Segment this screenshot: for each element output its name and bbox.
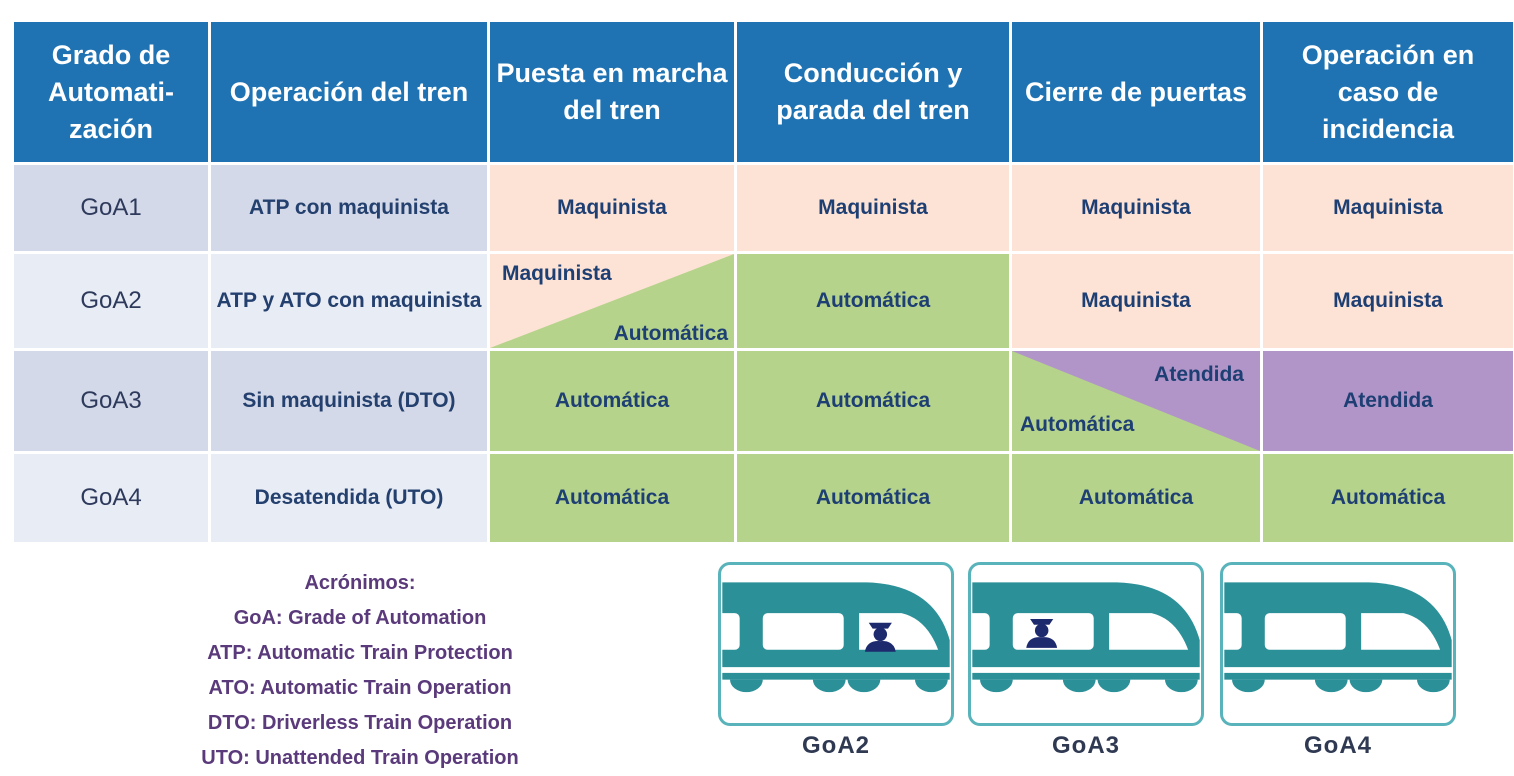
split-label-manual: Maquinista (502, 262, 612, 285)
split-label-auto: Automática (1020, 413, 1135, 436)
header-driving: Conducción y parada del tren (737, 22, 1009, 162)
train-label-goa2: GoA2 (801, 732, 870, 759)
row-goa2-operation: ATP y ATO con maquinista (211, 254, 487, 348)
row-goa4-doors: Automática (1012, 454, 1260, 542)
row-goa1-driving: Maquinista (737, 165, 1009, 251)
row-goa1-incident: Maquinista (1263, 165, 1513, 251)
split-label-auto: Automática (613, 322, 728, 345)
train-drawing (1223, 582, 1452, 693)
row-goa4-start: Automática (490, 454, 734, 542)
row-goa2-start-split: Maquinista Automática (490, 254, 734, 348)
header-doors: Cierre de puertas (1012, 22, 1260, 162)
legend-title: Acrónimos: (304, 572, 416, 594)
row-goa4-driving: Automática (737, 454, 1009, 542)
legend-item-goa: GoA: Grade of Automation (233, 607, 487, 629)
acronyms-legend: Acrónimos: GoA: Grade of Automation ATP:… (80, 566, 640, 776)
header-start: Puesta en marcha del tren (490, 22, 734, 162)
row-goa4-level: GoA4 (14, 454, 208, 542)
train-drawing (971, 582, 1200, 693)
row-goa3-driving: Automática (737, 351, 1009, 451)
row-goa2-level: GoA2 (14, 254, 208, 348)
row-goa1-doors: Maquinista (1012, 165, 1260, 251)
train-label-goa4: GoA4 (1303, 732, 1372, 759)
row-goa3-operation: Sin maquinista (DTO) (211, 351, 487, 451)
train-drawing (721, 582, 950, 693)
train-label-goa3: GoA3 (1051, 732, 1120, 759)
train-unattended-icon (1220, 562, 1456, 726)
split-diagonal-shape (1012, 351, 1260, 451)
legend-item-uto: UTO: Unattended Train Operation (201, 747, 519, 769)
row-goa2-driving: Automática (737, 254, 1009, 348)
row-goa2-doors: Maquinista (1012, 254, 1260, 348)
split-label-attended: Atendida (1154, 363, 1244, 386)
row-goa4-incident: Automática (1263, 454, 1513, 542)
row-goa3-level: GoA3 (14, 351, 208, 451)
row-goa1-start: Maquinista (490, 165, 734, 251)
row-goa1-level: GoA1 (14, 165, 208, 251)
row-goa3-incident: Atendida (1263, 351, 1513, 451)
header-incident: Operación en caso de incidencia (1263, 22, 1513, 162)
attendant-icon (1026, 618, 1058, 648)
row-goa2-incident: Maquinista (1263, 254, 1513, 348)
header-grade: Grado de Automati-zación (14, 22, 208, 162)
legend-item-ato: ATO: Automatic Train Operation (208, 677, 512, 699)
legend-item-dto: DTO: Driverless Train Operation (207, 712, 513, 734)
row-goa3-start: Automática (490, 351, 734, 451)
row-goa1-operation: ATP con maquinista (211, 165, 487, 251)
header-operation: Operación del tren (211, 22, 487, 162)
split-diagonal-shape (490, 254, 734, 348)
row-goa3-doors-split: Atendida Automática (1012, 351, 1260, 451)
row-goa4-operation: Desatendida (UTO) (211, 454, 487, 542)
driver-icon (864, 622, 896, 652)
train-with-attendant-icon (968, 562, 1204, 726)
train-with-driver-icon (718, 562, 954, 726)
legend-item-atp: ATP: Automatic Train Protection (207, 642, 513, 664)
automation-grades-table: Grado de Automati-zación Operación del t… (14, 22, 1513, 542)
